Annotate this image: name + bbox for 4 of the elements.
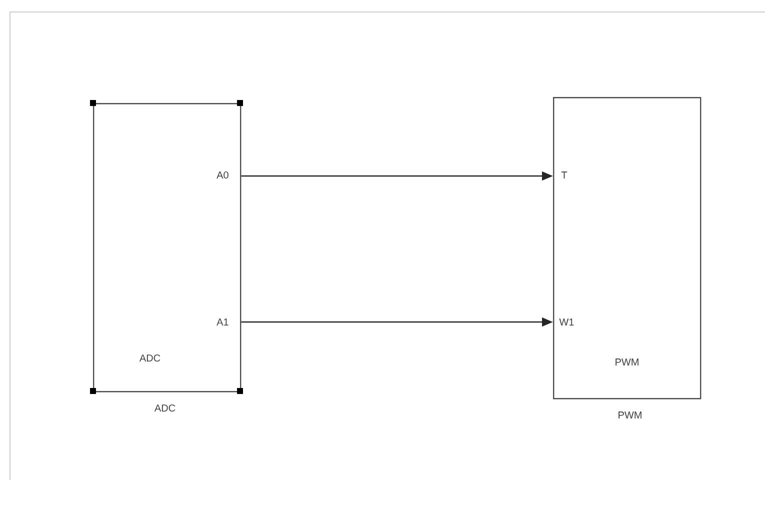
node-label: ADC bbox=[154, 404, 176, 412]
block: T W1 PWM PWM bbox=[553, 97, 702, 418]
node-label: PWM bbox=[618, 412, 642, 418]
block: A0 A1 ADC ADC bbox=[90, 100, 243, 412]
